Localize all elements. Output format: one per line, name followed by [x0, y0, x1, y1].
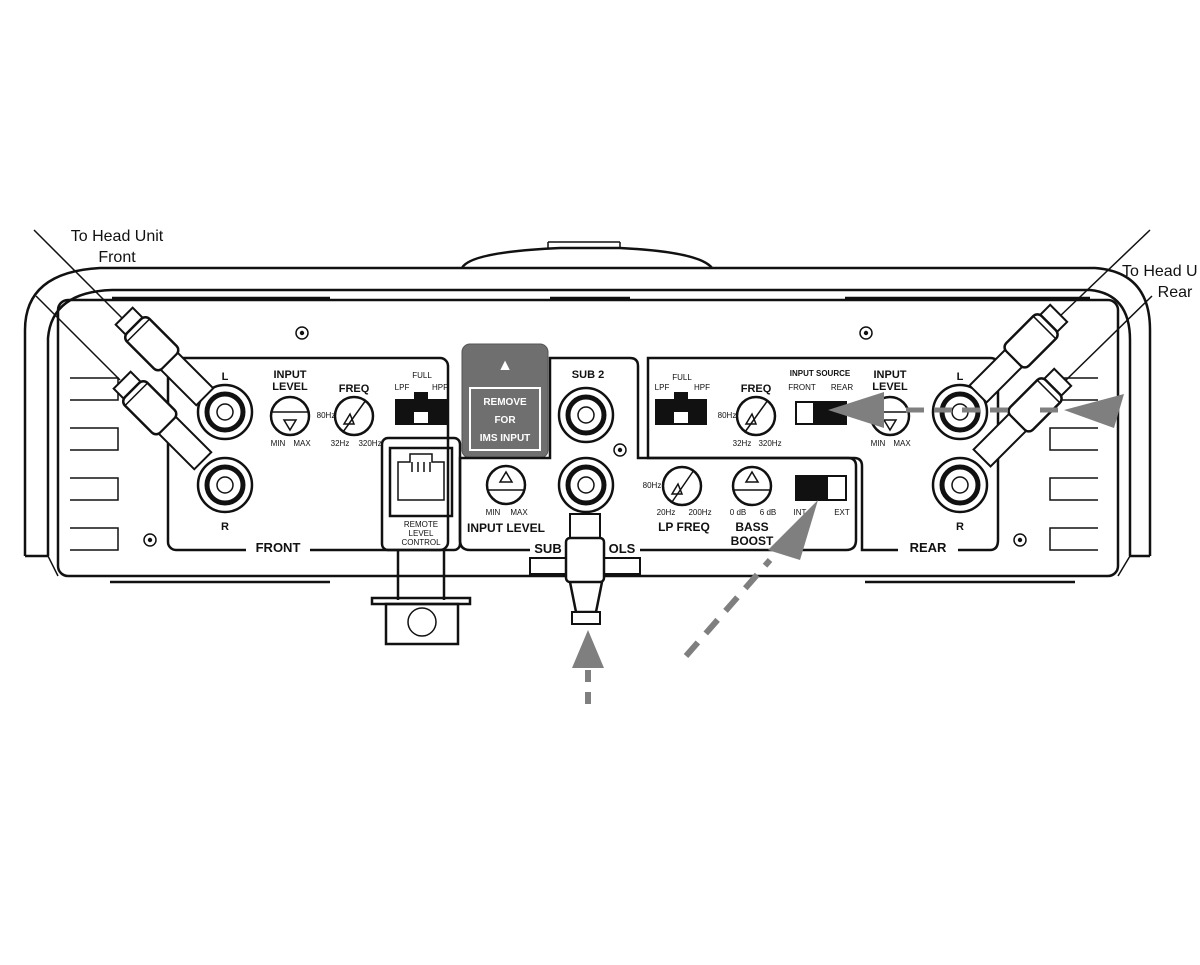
front-rca-jack-l[interactable] — [196, 383, 254, 441]
rear-xover-lpf: LPF — [655, 383, 670, 392]
rear-input-level-label-2: LEVEL — [872, 381, 908, 393]
arrow-to-sub-plug — [572, 630, 604, 668]
front-xover-full: FULL — [412, 371, 432, 380]
front-xover-switch[interactable] — [395, 392, 447, 425]
rear-jack-r-label: R — [956, 521, 964, 533]
sub-input-level-knob[interactable] — [485, 464, 527, 506]
sub2-rca-jack[interactable] — [557, 386, 615, 444]
amplifier-chassis — [23, 241, 1152, 584]
chassis-inner-rim — [46, 288, 1132, 556]
sub-input-level-min: MIN — [486, 508, 501, 517]
arrow-head-right — [1064, 394, 1124, 428]
switch-int-label: INT — [794, 508, 807, 517]
remote-label-2: LEVEL — [409, 529, 434, 538]
signal-arrows — [572, 392, 1124, 704]
bass-boost-0db: 0 dB — [730, 508, 746, 517]
front-callout-line2: Front — [98, 249, 136, 266]
remote-label-1: REMOTE — [404, 520, 438, 529]
front-input-level-label-1: INPUT — [274, 369, 307, 381]
front-freq-32: 32Hz — [331, 439, 350, 448]
front-rca-jack-r[interactable] — [196, 456, 254, 514]
rear-freq-80: 80Hz — [718, 411, 737, 420]
ims-panel: ▲ REMOVE FOR IMS INPUT — [461, 343, 549, 459]
input-source-rear: REAR — [831, 383, 853, 392]
rear-xover-hpf: HPF — [694, 383, 710, 392]
sub-input-level-label: INPUT LEVEL — [467, 521, 545, 535]
lp-freq-20: 20Hz — [657, 508, 676, 517]
rear-rca-jack-r[interactable] — [931, 456, 989, 514]
sub1-rca-jack[interactable] — [557, 456, 615, 514]
front-section: FRONT L R INPUT LEVEL MIN MAX FREQ 80Hz … — [166, 356, 450, 556]
rear-callout-line1: To Head U — [1122, 263, 1198, 280]
front-freq-knob[interactable] — [333, 395, 375, 437]
sub-section: SUB 2 MIN MAX INPUT LEVEL SUB OLS 80Hz 2… — [458, 356, 858, 558]
lp-freq-200: 200Hz — [688, 508, 711, 517]
rear-freq-320: 320Hz — [758, 439, 781, 448]
rear-input-level-max: MAX — [893, 439, 911, 448]
sub-panel-frame — [458, 356, 858, 552]
ims-label-3: IMS INPUT — [480, 433, 531, 444]
rear-callout-line2: Rear — [1158, 284, 1193, 301]
sub-input-level-max: MAX — [510, 508, 528, 517]
arrow-to-input-source — [828, 392, 884, 428]
front-freq-label: FREQ — [339, 383, 370, 395]
front-rca-plug-l — [114, 306, 215, 407]
rear-section-label: REAR — [910, 540, 947, 555]
ims-label-2: FOR — [494, 415, 516, 426]
input-source-front: FRONT — [788, 383, 816, 392]
arrow-to-int-ext — [768, 500, 818, 560]
front-freq-320: 320Hz — [358, 439, 381, 448]
front-jack-r-label: R — [221, 521, 229, 533]
rear-jack-l-label: L — [957, 371, 964, 383]
lp-freq-knob[interactable] — [661, 465, 703, 507]
remote-cable — [370, 550, 472, 646]
rear-input-level-min: MIN — [871, 439, 886, 448]
rear-input-level-label-1: INPUT — [874, 369, 907, 381]
front-freq-80: 80Hz — [317, 411, 336, 420]
input-source-title: INPUT SOURCE — [790, 369, 851, 378]
rear-rca-plug-r — [972, 367, 1073, 468]
int-ext-switch[interactable] — [795, 475, 847, 501]
remote-label-3: CONTROL — [401, 538, 441, 547]
front-input-level-min: MIN — [271, 439, 286, 448]
bass-boost-label-2: BOOST — [731, 534, 774, 548]
front-jack-l-label: L — [222, 371, 229, 383]
rear-section: REAR FULL LPF HPF FREQ 80Hz 32Hz 320Hz I… — [646, 356, 1000, 556]
sub-section-label-left: SUB — [534, 541, 561, 556]
front-xover-lpf: LPF — [395, 383, 410, 392]
chassis-top-bump — [460, 246, 713, 269]
sub-section-label-right: OLS — [609, 541, 636, 556]
rear-freq-32: 32Hz — [733, 439, 752, 448]
bass-boost-label-1: BASS — [735, 520, 768, 534]
front-input-level-max: MAX — [293, 439, 311, 448]
rear-freq-label: FREQ — [741, 383, 772, 395]
ims-arrow-icon: ▲ — [497, 357, 513, 374]
right-vents — [1049, 377, 1098, 551]
front-section-label: FRONT — [256, 540, 301, 555]
rear-xover-full: FULL — [672, 373, 692, 382]
bass-boost-knob[interactable] — [731, 465, 773, 507]
front-callout-line1: To Head Unit — [71, 228, 164, 245]
rear-rca-cables — [968, 229, 1153, 468]
switch-ext-label: EXT — [834, 508, 850, 517]
rear-rca-plug-l — [968, 303, 1069, 404]
front-input-level-knob[interactable] — [269, 395, 311, 437]
bass-boost-6db: 6 dB — [760, 508, 776, 517]
front-input-level-label-2: LEVEL — [272, 381, 308, 393]
sub-rca-plug — [529, 513, 641, 625]
rear-freq-knob[interactable] — [735, 395, 777, 437]
panel-screws — [143, 326, 1027, 547]
ims-label-1: REMOVE — [483, 397, 527, 408]
front-xover-hpf: HPF — [432, 383, 448, 392]
left-vents — [70, 377, 119, 551]
front-rca-plug-r — [112, 370, 213, 471]
front-rca-cables — [33, 229, 215, 471]
sub2-label: SUB 2 — [572, 369, 604, 381]
rear-xover-switch[interactable] — [655, 392, 707, 425]
lp-freq-80: 80Hz — [643, 481, 662, 490]
lp-freq-label: LP FREQ — [658, 520, 710, 534]
